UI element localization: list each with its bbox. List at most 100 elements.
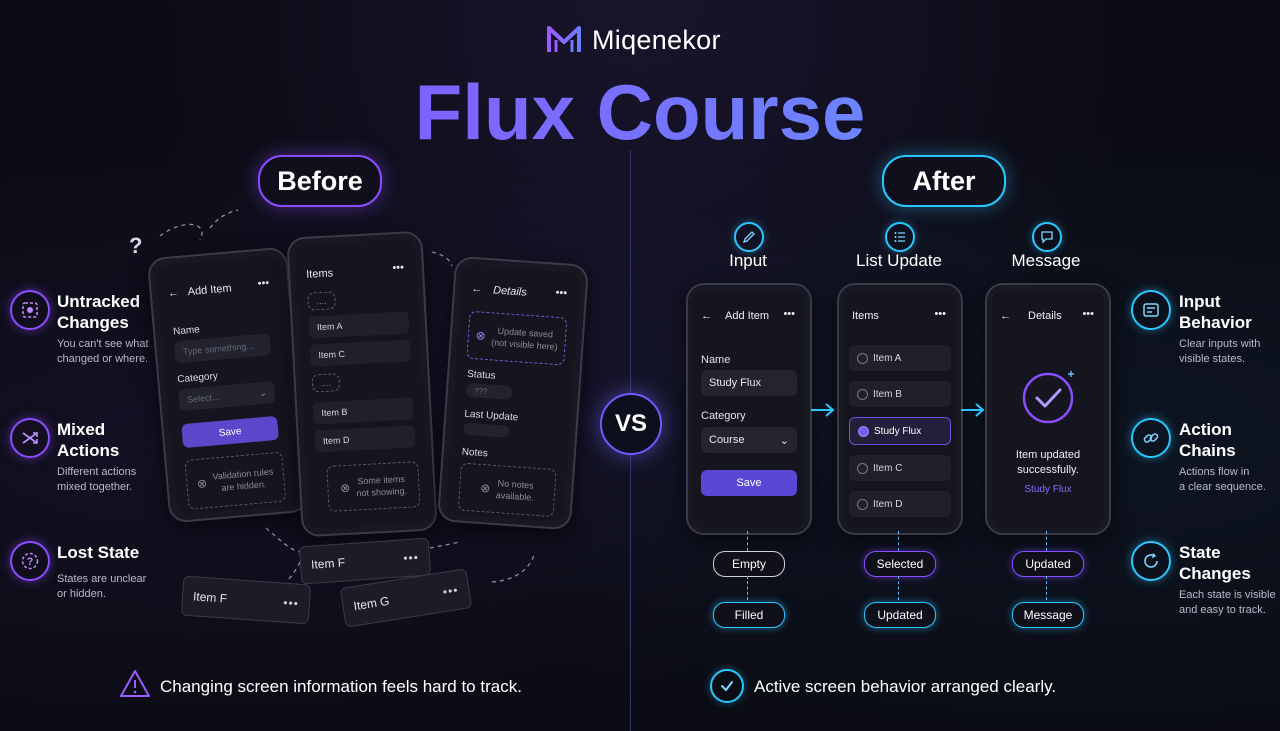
before-phone-details: ← Details ••• ⊗Update saved(not visible …: [436, 255, 590, 531]
brand-logo-icon: [547, 26, 581, 52]
notes-label: Notes: [461, 446, 489, 460]
radio-icon: [857, 462, 868, 474]
placeholder-row: ....: [307, 291, 337, 311]
radio-icon: [857, 352, 868, 364]
category-label: Category: [176, 370, 219, 386]
arrow-right-icon: [811, 403, 835, 417]
more-icon[interactable]: •••: [783, 308, 795, 320]
status-value: ???: [465, 382, 513, 400]
check-circle-icon: [710, 669, 744, 703]
pencil-icon: [734, 222, 764, 252]
untracked-icon: [10, 290, 50, 330]
after-footer: Active screen behavior arranged clearly.: [754, 677, 1057, 696]
save-button[interactable]: Save: [701, 470, 797, 496]
list-item[interactable]: Item C: [849, 455, 951, 481]
column-heading-input: Input: [729, 251, 767, 270]
more-icon[interactable]: •••: [934, 308, 946, 320]
connector-line: [747, 576, 748, 600]
name-field[interactable]: Type something...: [174, 333, 272, 364]
brand: Miqenekor: [546, 22, 721, 58]
before-footer: Changing screen information feels hard t…: [160, 677, 522, 696]
list-item[interactable]: Item C: [309, 339, 411, 367]
list-item[interactable]: Item A: [849, 345, 951, 371]
state-message: Message: [1012, 602, 1084, 628]
hidden-icon: ⊗: [479, 480, 491, 496]
last-update-label: Last Update: [464, 408, 519, 424]
success-check-icon: [1022, 371, 1074, 424]
cycle-icon: [1131, 541, 1171, 581]
link-icon: [1131, 418, 1171, 458]
category-select[interactable]: Select...⌄: [178, 380, 276, 412]
more-icon[interactable]: •••: [257, 277, 270, 291]
save-button[interactable]: Save: [181, 415, 279, 449]
hidden-icon: ⊗: [475, 328, 487, 343]
radio-icon: [857, 498, 868, 510]
before-side-title-3: Lost State: [57, 543, 140, 562]
before-phone-add-item: ← Add Item ••• Name Type something... Ca…: [146, 246, 310, 524]
placeholder-row: ....: [311, 373, 341, 393]
hero-title: Flux Course: [0, 66, 1280, 158]
question-mark: ?: [129, 233, 143, 258]
phone-title: Items: [305, 267, 334, 281]
more-icon: •••: [402, 550, 420, 566]
more-icon[interactable]: •••: [555, 286, 568, 300]
update-saved-box: ⊗Update saved(not visible here): [466, 310, 568, 366]
list-item[interactable]: Item D: [314, 425, 416, 453]
phone-title: Details: [492, 284, 528, 299]
chevron-down-icon: ⌄: [779, 434, 789, 447]
hidden-icon: ⊗: [339, 480, 351, 496]
column-heading-message: Message: [1011, 251, 1081, 270]
shuffle-icon: [10, 418, 50, 458]
list-item[interactable]: Item B: [849, 381, 951, 407]
message-icon: [1032, 222, 1062, 252]
column-heading-list-update: List Update: [856, 251, 942, 270]
list-icon: [885, 222, 915, 252]
list-item[interactable]: Item B: [312, 397, 414, 425]
back-arrow-icon[interactable]: ←: [167, 286, 180, 300]
connector-line: [898, 531, 899, 551]
name-label: Name: [172, 324, 201, 338]
hidden-icon: ⊗: [196, 476, 208, 492]
list-item-selected[interactable]: Study Flux: [849, 417, 951, 445]
category-select[interactable]: Course⌄: [701, 427, 797, 453]
connector-line: [1046, 576, 1047, 600]
vs-badge: VS: [600, 393, 662, 455]
back-arrow-icon[interactable]: ←: [470, 282, 483, 296]
svg-text:?: ?: [27, 556, 34, 568]
list-item[interactable]: Item D: [849, 491, 951, 517]
connector-line: [747, 531, 748, 551]
list-item[interactable]: Item A: [308, 311, 410, 339]
phone-title: Add Item: [725, 310, 770, 322]
back-arrow-icon[interactable]: ←: [701, 310, 712, 322]
connector-line: [1046, 531, 1047, 551]
back-arrow-icon[interactable]: ←: [1000, 310, 1011, 322]
after-phone-items: Items ••• Item A Item B Study Flux Item …: [837, 283, 963, 535]
name-field[interactable]: Study Flux: [701, 370, 797, 396]
name-label: Name: [701, 354, 731, 366]
more-icon[interactable]: •••: [1082, 308, 1094, 320]
more-icon[interactable]: •••: [392, 261, 405, 275]
state-selected: Selected: [864, 551, 936, 577]
connector-line: [898, 576, 899, 600]
status-label: Status: [466, 368, 496, 382]
more-icon: •••: [282, 595, 300, 611]
question-icon: ?: [10, 541, 50, 581]
warning-icon: [120, 670, 150, 697]
check-icon: [858, 425, 869, 437]
state-filled: Filled: [713, 602, 785, 628]
phone-title: Add Item: [187, 282, 233, 299]
